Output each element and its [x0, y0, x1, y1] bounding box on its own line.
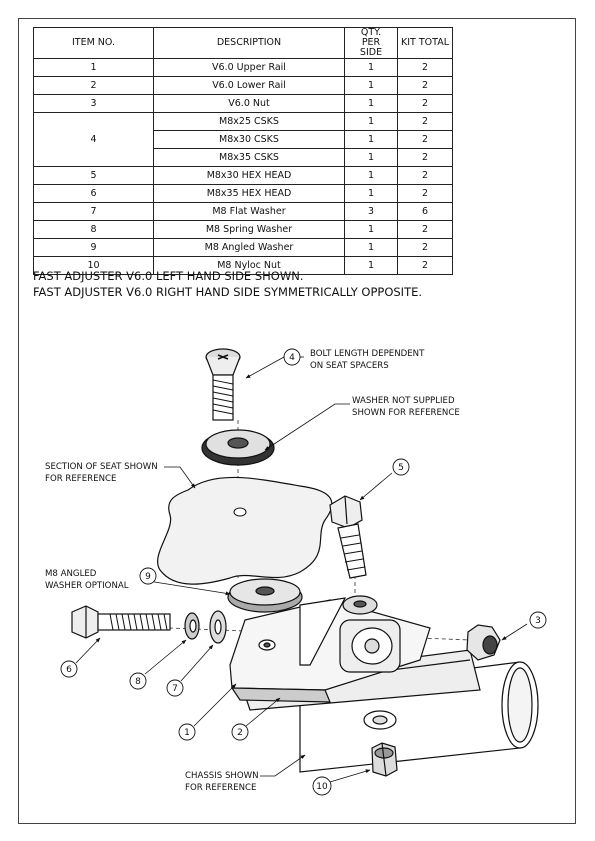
balloon-4 — [283, 348, 301, 366]
note-right-hand: FAST ADJUSTER V6.0 RIGHT HAND SIDE SYMME… — [33, 285, 423, 299]
callout-washer: WASHER NOT SUPPLIED — [352, 396, 455, 406]
table-header-row: ITEM NO. DESCRIPTION QTY. PER SIDE KIT T… — [33, 27, 453, 59]
balloon-5-number: 5 — [398, 463, 404, 473]
item-no-cell: 10 — [33, 256, 154, 275]
callout-washer-2: SHOWN FOR REFERENCE — [352, 408, 460, 418]
table-row: 10 M8 Nyloc Nut 1 2 — [33, 256, 453, 275]
reference-washer — [201, 429, 275, 466]
header-description: DESCRIPTION — [153, 27, 345, 59]
hex-bolt-horizontal — [71, 605, 171, 639]
balloon-3 — [529, 611, 547, 629]
balloon-8 — [129, 672, 147, 690]
drawing-notes: FAST ADJUSTER V6.0 LEFT HAND SIDE SHOWN.… — [33, 268, 422, 300]
balloon-10 — [312, 776, 332, 796]
balloon-10-number: 10 — [316, 782, 328, 792]
clamp-block — [299, 597, 401, 673]
total-cell: 2 — [397, 256, 453, 275]
balloon-2-number: 2 — [237, 728, 243, 738]
balloon-7 — [166, 679, 184, 697]
table-row: 5 M8x30 HEX HEAD 1 2 — [33, 166, 453, 185]
balloon-numbers: 4 5 9 3 6 8 7 1 2 10 — [66, 353, 541, 792]
header-kit-total: KIT TOTAL — [397, 27, 453, 59]
drawing-frame — [18, 18, 576, 824]
countersunk-screw — [205, 348, 241, 421]
balloon-6-number: 6 — [66, 665, 72, 675]
table-row: 1 V6.0 Upper Rail 1 2 — [33, 58, 453, 77]
flat-washer-upper — [342, 595, 378, 615]
callout-text: BOLT LENGTH DEPENDENT ON SEAT SPACERS WA… — [45, 349, 460, 793]
callout-bolt-length-2: ON SEAT SPACERS — [310, 361, 389, 371]
nyloc-nut — [371, 742, 398, 777]
v6-nut — [466, 624, 501, 661]
angled-washer — [227, 578, 303, 613]
balloon-5 — [392, 458, 410, 476]
callout-seat: SECTION OF SEAT SHOWN — [45, 462, 158, 472]
balloon-1-number: 1 — [184, 728, 190, 738]
table-row: 9 M8 Angled Washer 1 2 — [33, 238, 453, 257]
balloon-2 — [231, 723, 249, 741]
seat-section — [157, 476, 333, 585]
bill-of-materials-table: ITEM NO. DESCRIPTION QTY. PER SIDE KIT T… — [33, 27, 453, 275]
callout-angled-washer-2: WASHER OPTIONAL — [45, 581, 129, 591]
table-row: 3 V6.0 Nut 1 2 — [33, 94, 453, 113]
callout-seat-2: FOR REFERENCE — [45, 474, 116, 484]
table-row: 4 M8x25 CSKS 1 2 — [33, 112, 453, 167]
callout-chassis-2: FOR REFERENCE — [185, 783, 256, 793]
leader-lines — [75, 356, 528, 783]
table-row: 8 M8 Spring Washer 1 2 — [33, 220, 453, 239]
hex-bolt-vertical — [329, 495, 367, 579]
balloon-6 — [60, 660, 78, 678]
spring-washer — [184, 612, 200, 640]
table-row: M8x35 CSKS 1 2 — [34, 148, 453, 167]
table-row: M8x30 CSKS 1 2 — [34, 130, 453, 149]
balloon-1 — [178, 723, 196, 741]
balloon-9 — [139, 567, 157, 585]
balloon-8-number: 8 — [135, 677, 141, 687]
item-balloons — [60, 348, 547, 796]
table-row: 7 M8 Flat Washer 3 6 — [33, 202, 453, 221]
balloon-9-number: 9 — [145, 572, 151, 582]
note-left-hand: FAST ADJUSTER V6.0 LEFT HAND SIDE SHOWN. — [33, 269, 304, 283]
balloon-4-number: 4 — [289, 353, 295, 363]
balloon-3-number: 3 — [535, 616, 541, 626]
callout-chassis: CHASSIS SHOWN — [185, 771, 259, 781]
balloon-7-number: 7 — [172, 684, 178, 694]
callout-angled-washer: M8 ANGLED — [45, 569, 97, 579]
flat-washer-side — [209, 610, 227, 644]
callout-bolt-length: BOLT LENGTH DEPENDENT — [310, 349, 425, 359]
